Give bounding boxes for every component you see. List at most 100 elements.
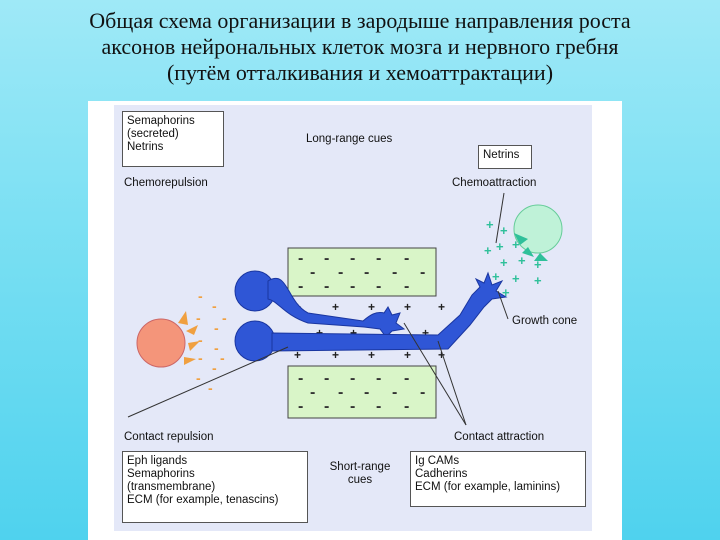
netrins-box: Netrins [478, 145, 532, 169]
secreted-cues-box: Semaphorins (secreted) Netrins [122, 111, 224, 167]
attractive-plus-signs: ++++ ++++ ++++ [484, 217, 542, 300]
contact-attraction-label: Contact attraction [454, 431, 545, 443]
svg-text:-: - [404, 278, 409, 295]
contact-zone-bottom [287, 365, 437, 419]
svg-text:+: + [404, 300, 411, 314]
svg-text:+: + [294, 348, 301, 362]
box-secreted: (secreted) [127, 128, 179, 140]
svg-text:-: - [298, 398, 303, 415]
svg-text:-: - [196, 370, 201, 386]
svg-text:-: - [214, 320, 219, 336]
svg-text:-: - [338, 384, 343, 401]
svg-text:+: + [332, 348, 339, 362]
svg-text:-: - [324, 250, 329, 267]
svg-text:-: - [324, 398, 329, 415]
box-semaphorins-tm: Semaphorins [127, 468, 195, 480]
box-eph-ligands: Eph ligands [127, 455, 188, 467]
slide-title: Общая схема организации в зародыше напра… [0, 8, 720, 86]
chemorepulsion-label: Chemorepulsion [124, 177, 208, 189]
svg-text:-: - [324, 278, 329, 295]
svg-text:-: - [212, 298, 217, 314]
box-cadherins: Cadherins [415, 468, 468, 480]
short-range-line-1: Short-range [329, 461, 391, 473]
title-line-1: Общая схема организации в зародыше напра… [89, 8, 631, 33]
svg-text:-: - [404, 250, 409, 267]
svg-text:-: - [392, 384, 397, 401]
svg-text:+: + [316, 326, 323, 340]
svg-text:-: - [420, 264, 425, 281]
box-ecm-tenascins: ECM (for example, tenascins) [127, 494, 279, 506]
svg-text:-: - [196, 310, 201, 326]
svg-text:-: - [198, 288, 203, 304]
repulsive-cell-arrows [178, 311, 200, 365]
attractive-cell-arrows [514, 233, 548, 261]
svg-text:+: + [512, 271, 520, 286]
svg-text:-: - [350, 250, 355, 267]
svg-text:-: - [310, 384, 315, 401]
svg-text:-: - [298, 278, 303, 295]
svg-text:-: - [220, 350, 225, 366]
title-line-3: (путём отталкивания и хемоаттрактации) [166, 60, 554, 85]
svg-text:+: + [518, 253, 526, 268]
growth-cone-label: Growth cone [512, 315, 578, 327]
contact-zone-minus-signs: ----- ----- ----- ----- ----- ----- [298, 250, 425, 415]
svg-text:-: - [310, 264, 315, 281]
svg-text:-: - [376, 398, 381, 415]
title-line-2: аксонов нейрональных клеток мозга и нерв… [101, 34, 619, 59]
box-ig-cams: Ig CAMs [415, 455, 460, 467]
attractive-cell [513, 204, 563, 254]
svg-text:+: + [534, 273, 542, 288]
repulsive-cell [136, 318, 186, 368]
svg-text:+: + [486, 217, 494, 232]
svg-text:-: - [338, 264, 343, 281]
box-netrins-attraction: Netrins [483, 149, 520, 161]
svg-text:+: + [332, 300, 339, 314]
svg-text:+: + [422, 326, 429, 340]
axon-top [267, 278, 406, 338]
svg-text:+: + [500, 223, 508, 238]
short-range-cues-label: Short-range cues [320, 461, 400, 487]
svg-text:-: - [376, 250, 381, 267]
svg-text:+: + [368, 348, 375, 362]
svg-text:+: + [500, 255, 508, 270]
box-ecm-laminins: ECM (for example, laminins) [415, 481, 561, 493]
svg-text:+: + [496, 239, 504, 254]
axon-bottom [271, 271, 508, 352]
neuron-cells [234, 270, 508, 362]
svg-text:-: - [376, 278, 381, 295]
svg-text:+: + [438, 300, 445, 314]
box-netrins: Netrins [127, 141, 164, 153]
pointer-lines [127, 192, 509, 426]
svg-text:+: + [512, 237, 520, 252]
attractive-contact-cues-box: Ig CAMs Cadherins ECM (for example, lami… [410, 451, 586, 507]
svg-text:-: - [298, 370, 303, 387]
svg-text:-: - [376, 370, 381, 387]
svg-text:-: - [420, 384, 425, 401]
svg-text:+: + [492, 269, 500, 284]
chemoattraction-label: Chemoattraction [452, 177, 537, 189]
repulsive-contact-cues-box: Eph ligands Semaphorins (transmembrane) … [122, 451, 308, 523]
long-range-cues-label: Long-range cues [306, 133, 393, 145]
box-transmembrane: (transmembrane) [127, 481, 216, 493]
svg-text:+: + [502, 285, 510, 300]
svg-text:-: - [350, 278, 355, 295]
svg-text:+: + [404, 348, 411, 362]
svg-text:-: - [350, 370, 355, 387]
svg-text:-: - [222, 310, 227, 326]
contact-repulsion-label: Contact repulsion [124, 431, 214, 443]
svg-text:-: - [364, 264, 369, 281]
svg-text:-: - [404, 370, 409, 387]
svg-text:-: - [350, 398, 355, 415]
svg-text:+: + [350, 326, 357, 340]
svg-text:+: + [368, 300, 375, 314]
svg-text:+: + [534, 257, 542, 272]
svg-text:-: - [198, 350, 203, 366]
svg-text:-: - [404, 398, 409, 415]
svg-text:-: - [324, 370, 329, 387]
box-semaphorins: Semaphorins [127, 115, 195, 127]
svg-text:-: - [364, 384, 369, 401]
repulsive-minus-signs: ---- ---- ---- [196, 288, 227, 396]
svg-text:-: - [392, 264, 397, 281]
short-range-line-2: cues [347, 474, 373, 486]
contact-zone-top [287, 247, 437, 297]
